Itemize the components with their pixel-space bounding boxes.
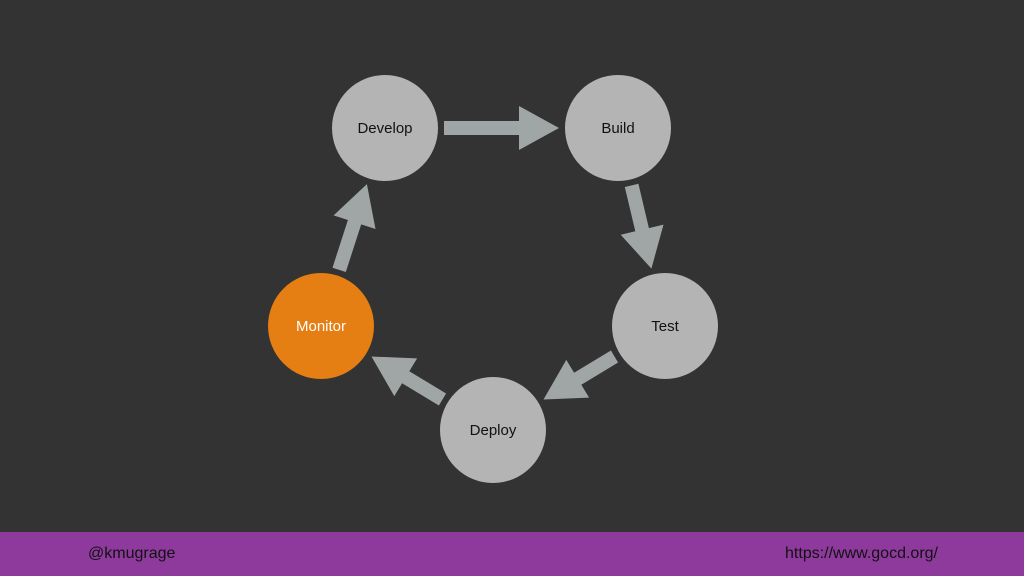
node-label-monitor: Monitor xyxy=(296,318,346,335)
arrow-monitor-to-develop xyxy=(332,184,376,272)
node-circle-deploy xyxy=(440,377,546,483)
node-circle-develop xyxy=(332,75,438,181)
arrow-build-to-test xyxy=(620,183,664,269)
node-test: Test xyxy=(612,273,718,379)
node-develop: Develop xyxy=(332,75,438,181)
node-circle-monitor xyxy=(268,273,374,379)
node-label-build: Build xyxy=(601,120,634,137)
node-build: Build xyxy=(565,75,671,181)
node-label-develop: Develop xyxy=(357,120,412,137)
node-deploy: Deploy xyxy=(440,377,546,483)
footer-website-url: https://www.gocd.org/ xyxy=(785,545,938,562)
node-circle-test xyxy=(612,273,718,379)
footer-bar: @kmugrage https://www.gocd.org/ xyxy=(0,532,1024,576)
node-label-deploy: Deploy xyxy=(470,422,517,439)
footer-author-handle: @kmugrage xyxy=(88,545,176,562)
arrow-test-to-deploy xyxy=(543,350,619,400)
arrows-layer xyxy=(332,106,664,406)
node-label-test: Test xyxy=(651,318,679,335)
node-circle-build xyxy=(565,75,671,181)
arrow-deploy-to-monitor xyxy=(371,356,447,406)
arrow-develop-to-build xyxy=(444,106,559,150)
node-monitor: Monitor xyxy=(268,273,374,379)
